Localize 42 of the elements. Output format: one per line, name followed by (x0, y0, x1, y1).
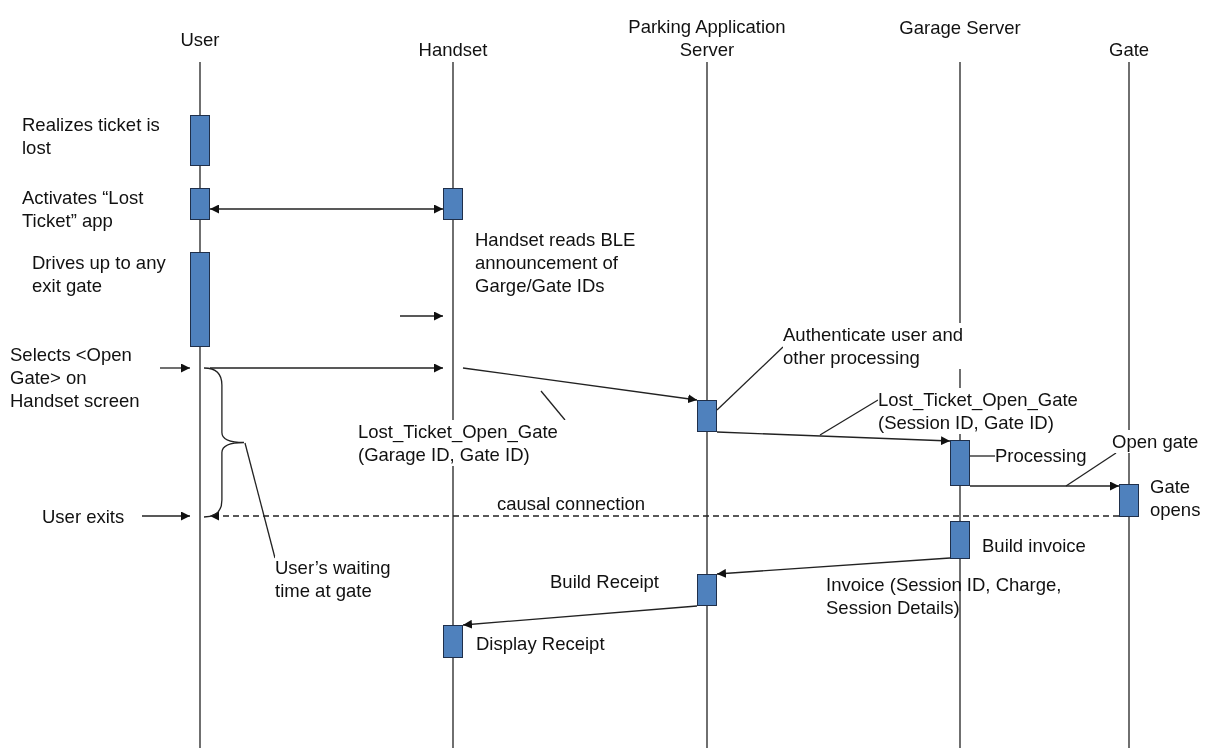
activation-bar (443, 188, 463, 220)
activation-bar (443, 625, 463, 658)
step-label: Activates “Lost Ticket” app (22, 186, 145, 232)
step-label: Build invoice (982, 534, 1087, 557)
arrow (969, 481, 1120, 491)
leader-line (969, 455, 996, 457)
arrow (462, 367, 698, 404)
edge-label: causal connection (497, 492, 647, 515)
arrow (209, 363, 444, 373)
dashed-arrow (209, 511, 1120, 521)
step-label: Realizes ticket is lost (22, 113, 161, 159)
arrow (462, 605, 698, 629)
arrow (141, 511, 191, 521)
activation-bar (697, 400, 717, 432)
lifeline-header: Garage Server (898, 16, 1022, 39)
activation-bar (697, 574, 717, 606)
activation-bar (1119, 484, 1139, 517)
activation-bar (190, 115, 210, 166)
double-arrow (209, 204, 444, 214)
step-label: Display Receipt (476, 632, 606, 655)
leader-line (540, 390, 566, 421)
leader-line (716, 346, 784, 411)
lifeline-header: Parking Application Server (627, 15, 787, 61)
step-label: Gate opens (1150, 475, 1202, 521)
step-label: Build Receipt (550, 570, 660, 593)
leader-line (819, 399, 879, 436)
activation-bar (190, 188, 210, 220)
arrow (716, 557, 951, 578)
leader-line (244, 442, 276, 559)
lifeline-header: Handset (417, 38, 489, 61)
leader-line (1065, 452, 1117, 487)
curly-brace (203, 367, 245, 518)
activation-bar (950, 521, 970, 559)
activation-bar (190, 252, 210, 347)
step-label: Drives up to any exit gate (32, 251, 167, 297)
arrow (159, 363, 191, 373)
arrow (399, 311, 444, 321)
arrow (716, 431, 951, 446)
activation-bar (950, 440, 970, 486)
note-text: Handset reads BLE announcement of Garge/Gate IDs (475, 228, 637, 297)
lifeline-header: User (179, 28, 221, 51)
lifeline-header: Gate (1109, 38, 1149, 61)
